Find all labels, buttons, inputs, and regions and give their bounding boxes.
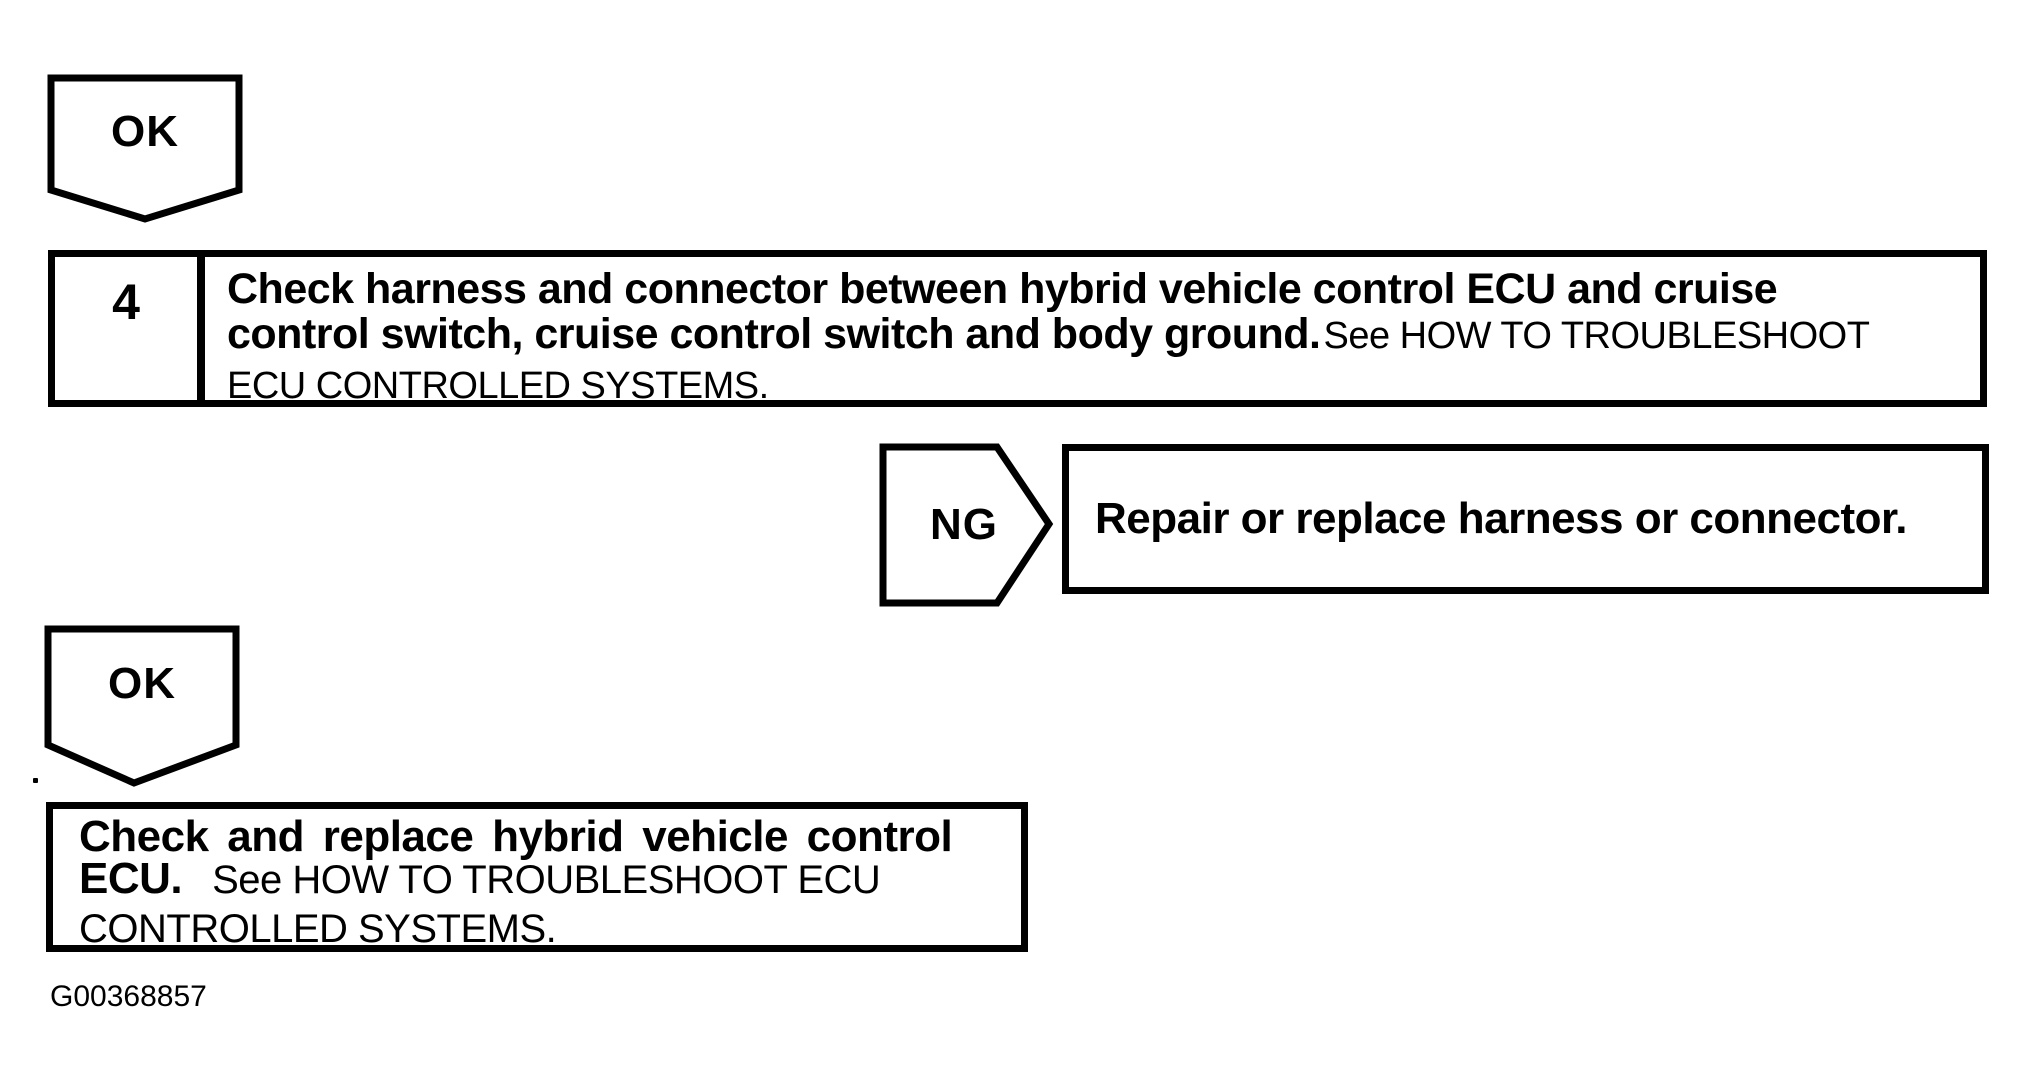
final-line2: ECU. See HOW TO TROUBLESHOOT ECU — [79, 857, 1013, 909]
final-action-box: Check and replace hybrid vehicle control… — [46, 802, 1028, 952]
ng-action-text: Repair or replace harness or connector. — [1095, 494, 1907, 543]
step-4-line2-bold: control switch, cruise control switch an… — [227, 310, 1321, 358]
final-line3: CONTROLLED SYSTEMS. — [79, 907, 557, 951]
ng-action-box: Repair or replace harness or connector. — [1062, 444, 1989, 594]
ok-connector-bottom-label: OK — [108, 659, 176, 708]
ng-pentagon-right-icon — [879, 443, 1054, 607]
step-4-line1: Check harness and connector between hybr… — [227, 265, 1778, 313]
step-4-line3: ECU CONTROLLED SYSTEMS. — [227, 365, 769, 407]
step-number: 4 — [55, 257, 205, 400]
ok-pentagon-down-icon — [47, 74, 243, 223]
figure-id-label: G00368857 — [50, 980, 207, 1013]
step-4-line2: control switch, cruise control switch an… — [227, 310, 1870, 359]
step-4-box: 4 Check harness and connector between hy… — [48, 250, 1987, 407]
final-line1: Check and replace hybrid vehicle control — [79, 812, 953, 861]
final-line2-bold: ECU. — [79, 854, 183, 903]
ok-connector-top-label: OK — [111, 107, 179, 156]
ng-connector-label: NG — [930, 499, 998, 549]
step-4-line2-reference: See HOW TO TROUBLESHOOT — [1323, 315, 1870, 357]
step-4-instruction: Check harness and connector between hybr… — [205, 257, 1877, 401]
final-line2-reference: See HOW TO TROUBLESHOOT ECU — [212, 858, 881, 902]
scan-speck — [33, 778, 38, 783]
ok-pentagon-down-icon — [44, 625, 240, 787]
